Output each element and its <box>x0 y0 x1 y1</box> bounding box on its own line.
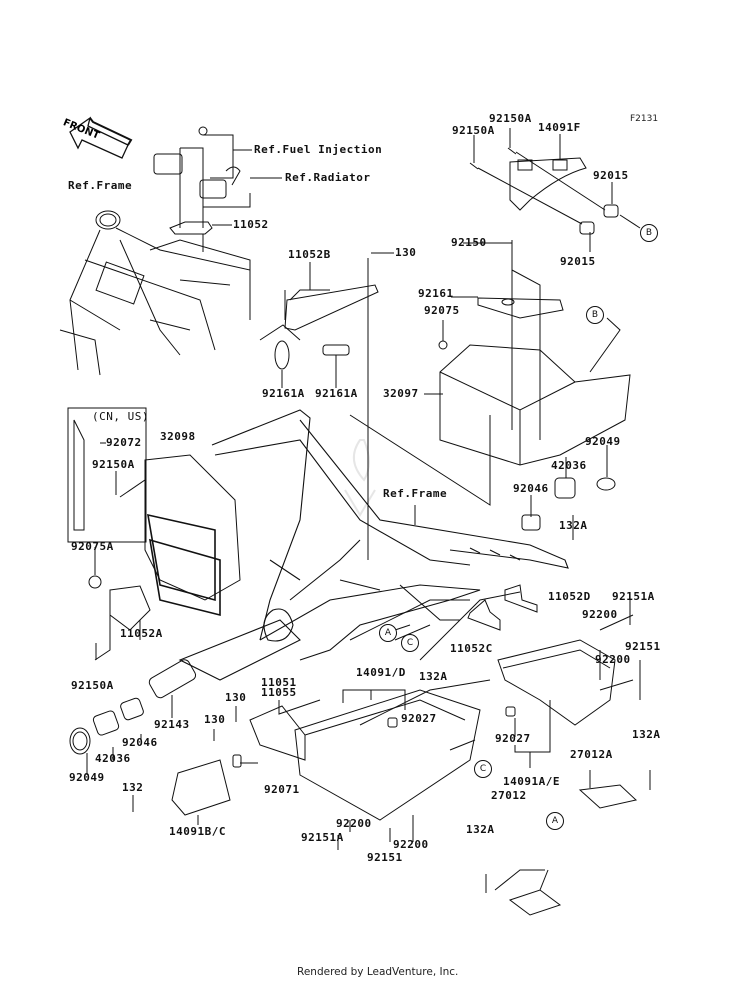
ref-fuel-injection[interactable]: Ref.Fuel Injection <box>254 143 383 156</box>
part-label[interactable]: 92161A <box>315 387 358 400</box>
footrest-brackets <box>338 770 650 915</box>
part-label[interactable]: 92049 <box>69 771 105 784</box>
callout-c: C <box>474 760 492 778</box>
leader-lines-top-right <box>474 128 640 252</box>
part-label[interactable]: 27012A <box>570 748 613 761</box>
part-label[interactable]: 132A <box>419 670 448 683</box>
region-note: (CN, US) <box>92 410 149 423</box>
ref-frame-mid[interactable]: Ref.Frame <box>383 487 448 500</box>
part-label[interactable]: 32097 <box>383 387 419 400</box>
part-label[interactable]: 11052B <box>288 248 331 261</box>
part-label[interactable]: 42036 <box>95 752 131 765</box>
bushings-right <box>522 478 615 530</box>
part-label[interactable]: 14091A/E <box>503 775 560 788</box>
part-label[interactable]: 92161A <box>262 387 305 400</box>
part-label[interactable]: 92071 <box>264 783 300 796</box>
pivot-parts <box>70 658 305 815</box>
callout-a: A <box>546 812 564 830</box>
part-label[interactable]: 92150A <box>452 124 495 137</box>
part-label[interactable]: 92200 <box>336 817 372 830</box>
part-label[interactable]: 92151 <box>367 851 403 864</box>
side-cover-32098 <box>68 408 240 630</box>
leader-lines-covers <box>343 600 640 768</box>
frame-reference-sketch <box>60 211 250 375</box>
callout-c: C <box>401 634 419 652</box>
part-label[interactable]: 92161 <box>418 287 454 300</box>
part-label[interactable]: 14091/D <box>356 666 406 679</box>
chain-cover-14091D <box>295 690 480 820</box>
part-label[interactable]: 92151 <box>625 640 661 653</box>
sensor-assembly <box>154 127 240 234</box>
part-label[interactable]: 92143 <box>154 718 190 731</box>
part-label[interactable]: 92075A <box>71 540 114 553</box>
part-label[interactable]: 92072 <box>106 436 142 449</box>
part-label[interactable]: 130 <box>225 691 247 704</box>
part-label[interactable]: 92200 <box>595 653 631 666</box>
part-label[interactable]: 27012 <box>491 789 527 802</box>
part-label[interactable]: 132A <box>632 728 661 741</box>
part-label[interactable]: 14091F <box>538 121 581 134</box>
part-label[interactable]: 11052 <box>233 218 269 231</box>
part-label[interactable]: 11052D <box>548 590 591 603</box>
callout-b: B <box>586 306 604 324</box>
part-label[interactable]: 32098 <box>160 430 196 443</box>
part-label[interactable]: 92027 <box>401 712 437 725</box>
part-label[interactable]: 92049 <box>585 435 621 448</box>
leader-lines-sensors <box>180 135 282 252</box>
front-arrow-icon <box>70 118 131 158</box>
leader-lines-frame <box>350 505 520 660</box>
main-frame <box>180 410 568 680</box>
part-label[interactable]: 14091B/C <box>169 825 226 838</box>
part-label[interactable]: 92046 <box>122 736 158 749</box>
part-label[interactable]: 11055 <box>261 686 297 699</box>
leader-lines-battery <box>350 240 620 540</box>
cover-14091F <box>470 148 586 210</box>
part-label[interactable]: 130 <box>395 246 417 259</box>
figure-code: F2131 <box>630 114 659 124</box>
part-label[interactable]: 92027 <box>495 732 531 745</box>
part-label[interactable]: 11051 <box>261 676 297 689</box>
part-label[interactable]: 11052A <box>120 627 163 640</box>
leader-lines-lower-left <box>87 695 320 825</box>
leader-lines-11052B <box>260 253 394 560</box>
callout-a: A <box>379 624 397 642</box>
bracket-11052B <box>275 285 378 369</box>
battery-case-32097 <box>439 298 630 465</box>
watermark-logo <box>345 440 375 515</box>
part-label[interactable]: 92151A <box>612 590 655 603</box>
ref-frame-top[interactable]: Ref.Frame <box>68 179 133 192</box>
part-label[interactable]: 92075 <box>424 304 460 317</box>
callout-b: B <box>640 224 658 242</box>
part-label[interactable]: 92150A <box>71 679 114 692</box>
part-label[interactable]: 92150A <box>92 458 135 471</box>
part-label[interactable]: 130 <box>204 713 226 726</box>
part-label[interactable]: 92200 <box>582 608 618 621</box>
leader-lines-left <box>95 443 145 660</box>
part-label[interactable]: 92200 <box>393 838 429 851</box>
part-label[interactable]: 92150 <box>451 236 487 249</box>
part-label[interactable]: 42036 <box>551 459 587 472</box>
footer-credit: Rendered by LeadVenture, Inc. <box>297 966 459 978</box>
part-label[interactable]: 92150A <box>489 112 532 125</box>
ref-radiator[interactable]: Ref.Radiator <box>285 171 371 184</box>
part-label[interactable]: 11052C <box>450 642 493 655</box>
part-label[interactable]: 92015 <box>593 169 629 182</box>
part-label[interactable]: 92046 <box>513 482 549 495</box>
part-label[interactable]: 132A <box>559 519 588 532</box>
part-label[interactable]: 92151A <box>301 831 344 844</box>
part-label[interactable]: 132A <box>466 823 495 836</box>
part-label[interactable]: 92015 <box>560 255 596 268</box>
brackets-11052C-D <box>468 585 537 630</box>
part-label[interactable]: 132 <box>122 781 144 794</box>
